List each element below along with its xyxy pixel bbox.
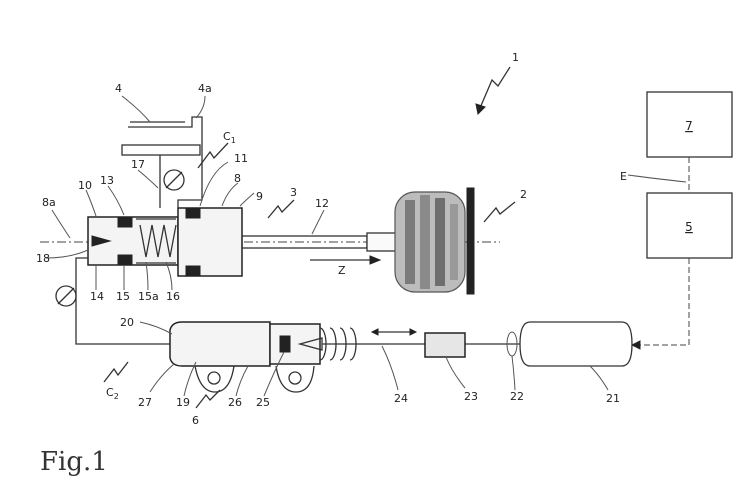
label-c2: C2: [106, 386, 119, 401]
feed-pipe: [177, 180, 203, 208]
label-24: 24: [394, 392, 408, 405]
needle-tip: [91, 235, 112, 247]
label-9: 9: [256, 190, 263, 203]
mount-lug-left: [194, 365, 235, 393]
label-16: 16: [166, 290, 180, 303]
figure-caption: Fig.1: [40, 447, 108, 477]
seal-11-top: [185, 207, 201, 219]
leader-11: [199, 161, 229, 207]
leader-10: [85, 189, 97, 217]
hydraulic-line-c2: [75, 257, 170, 345]
rotation-22: [506, 331, 518, 357]
leader-4a: [195, 95, 206, 119]
leader-24: [381, 345, 399, 391]
rotation-icon-c2-line: [57, 287, 75, 305]
label-17: 17: [131, 158, 145, 171]
label-14: 14: [90, 290, 104, 303]
label-8: 8: [234, 172, 241, 185]
leader-22: [511, 355, 516, 391]
label-11: 11: [234, 152, 248, 165]
travel-arrow-right-head: [409, 328, 418, 336]
leader-4: [121, 95, 151, 123]
label-27: 27: [138, 396, 152, 409]
label-22: 22: [510, 390, 524, 403]
motor-21: [519, 321, 633, 367]
cylinder-26: [269, 323, 321, 365]
nut-23: [424, 332, 466, 358]
leader-23: [445, 356, 466, 389]
label-10: 10: [78, 179, 92, 192]
label-26: 26: [228, 396, 242, 409]
reservoir-4: [128, 116, 203, 180]
leader-16: [165, 261, 173, 291]
label-4: 4: [115, 82, 122, 95]
leader-26: [235, 365, 249, 397]
leader-19: [183, 361, 197, 397]
label-19: 19: [176, 396, 190, 409]
label-e: E: [620, 170, 627, 183]
leader-15a: [145, 261, 149, 291]
leader-c1: [197, 142, 229, 169]
leader-21: [589, 365, 609, 391]
label-6: 6: [192, 414, 199, 427]
cylinder-19: [169, 321, 271, 367]
leader-25: [263, 351, 285, 397]
label-z: Z: [338, 264, 346, 277]
mount-lug-right: [275, 365, 315, 393]
leader-6: [195, 389, 221, 409]
leader-18: [45, 249, 89, 259]
label-20: 20: [120, 316, 134, 329]
clutch-assembly: [394, 191, 466, 293]
label-8a: 8a: [42, 196, 56, 209]
signal-line-motor: [640, 258, 690, 346]
leader-17: [137, 169, 159, 189]
leader-13: [107, 185, 125, 216]
leader-8: [221, 182, 239, 207]
label-c1: C1: [223, 130, 236, 145]
label-4a: 4a: [198, 82, 212, 95]
seal-15: [117, 254, 133, 266]
label-25: 25: [256, 396, 270, 409]
label-1: 1: [512, 51, 519, 64]
label-3: 3: [290, 186, 297, 199]
leader-2: [483, 201, 516, 223]
flywheel-plate: [466, 187, 475, 295]
leader-12: [311, 209, 325, 235]
block-5-label: 5: [685, 220, 693, 234]
z-arrow-head: [369, 255, 382, 265]
label-12: 12: [315, 197, 329, 210]
leader-20: [139, 321, 173, 335]
leader-1: [479, 66, 511, 109]
mount-hole-right: [288, 371, 302, 385]
block-7-label: 7: [685, 119, 693, 133]
travel-arrow-left-head: [370, 328, 379, 336]
label-13: 13: [100, 174, 114, 187]
leader-3: [267, 199, 295, 219]
seal-13: [117, 216, 133, 228]
spring-16: [139, 224, 177, 258]
leader-1-head: [475, 103, 486, 116]
label-21: 21: [606, 392, 620, 405]
label-2: 2: [520, 188, 527, 201]
reservoir-base: [121, 144, 201, 156]
mount-hole-left: [207, 371, 221, 385]
rotation-icon-c1: [163, 169, 185, 191]
piston-25: [279, 335, 291, 353]
seal-11-bottom: [185, 265, 201, 277]
signal-arrow: [630, 340, 641, 350]
leader-8a: [51, 209, 71, 239]
label-23: 23: [464, 390, 478, 403]
piston-housing-9: [177, 207, 243, 277]
leader-c2: [103, 361, 129, 383]
label-18: 18: [36, 252, 50, 265]
rotation-icon-c2: [55, 285, 77, 307]
leader-9: [239, 192, 255, 207]
rotation-icon-c1-line: [165, 171, 183, 189]
leader-e: [627, 174, 687, 183]
leader-27: [149, 363, 175, 393]
label-15a: 15a: [138, 290, 159, 303]
label-15: 15: [116, 290, 130, 303]
